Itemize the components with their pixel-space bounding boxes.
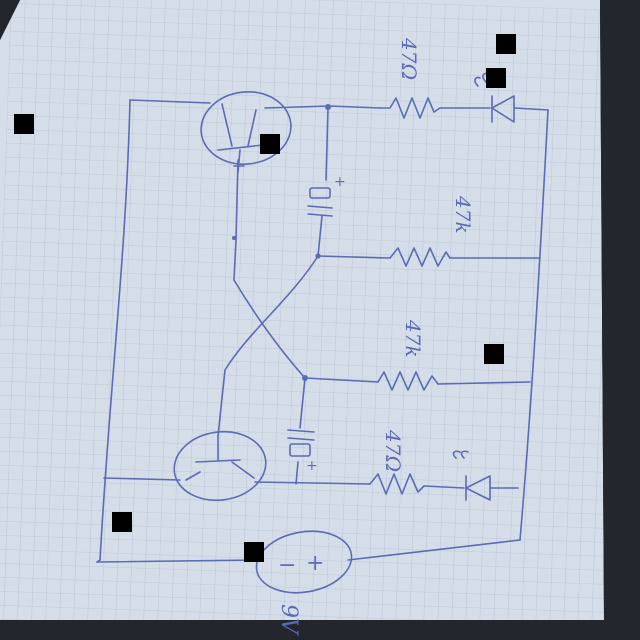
resistor-lower-mid	[377, 371, 439, 391]
wire-cap-top-to-node	[317, 215, 323, 257]
wire-bottom-row-left	[103, 477, 181, 481]
wire-left-rail-bottom	[96, 559, 101, 563]
desk-background-right	[600, 0, 640, 640]
wire-cap-bottom-down	[295, 461, 299, 485]
capacitor-bottom	[287, 429, 315, 457]
redaction-box	[484, 344, 504, 364]
resistor-top-label: 47Ω	[397, 37, 421, 80]
junction-dot	[232, 236, 236, 240]
wire-battery-right	[347, 539, 521, 561]
redaction-box	[260, 134, 280, 154]
wire-cross-a	[233, 279, 306, 379]
wire-node-upper-to-r	[317, 255, 391, 259]
battery-voltage-label: 9V	[276, 604, 301, 636]
wire-right-rail	[519, 109, 549, 541]
resistor-upper-mid	[389, 247, 451, 267]
battery-positive-sign: +	[306, 551, 324, 576]
junction-dot	[325, 104, 331, 110]
wire-node-lower-to-r	[304, 377, 379, 383]
redaction-box	[14, 114, 34, 134]
wire-top-base-down	[233, 159, 239, 281]
led-top	[439, 72, 515, 123]
wire-cap-top	[325, 107, 329, 181]
led-bottom	[423, 450, 491, 501]
junction-dot	[302, 375, 308, 381]
wire-top-left	[129, 99, 211, 104]
wire-cross-b	[217, 255, 319, 437]
desk-background-bottom	[0, 620, 640, 640]
transistor-bottom	[173, 430, 267, 502]
redaction-box	[486, 68, 506, 88]
resistor-lower-mid-label: 47k	[401, 319, 425, 358]
junction-dot	[315, 253, 321, 259]
redaction-box	[496, 34, 516, 54]
wire-bottom-collector	[254, 481, 371, 485]
resistor-bottom	[369, 473, 425, 495]
desk-background-topleft	[0, 0, 20, 40]
wire-r-lower-to-rail	[437, 381, 531, 385]
wire-cap-bottom-top	[299, 377, 306, 429]
redaction-box	[112, 512, 132, 532]
wire-left-rail	[99, 99, 131, 561]
resistor-top	[379, 97, 441, 119]
capacitor-top	[307, 187, 333, 217]
battery-negative-sign: −	[278, 553, 296, 578]
battery	[255, 530, 353, 594]
resistor-upper-mid-label: 47k	[451, 195, 475, 234]
wire-top-led-right	[514, 107, 549, 111]
resistor-bottom-label: 47Ω	[381, 429, 405, 472]
wire-bottom-return	[96, 559, 261, 563]
capacitor-bottom-plus: +	[306, 458, 318, 474]
capacitor-top-plus: +	[334, 174, 346, 190]
redaction-box	[244, 542, 264, 562]
